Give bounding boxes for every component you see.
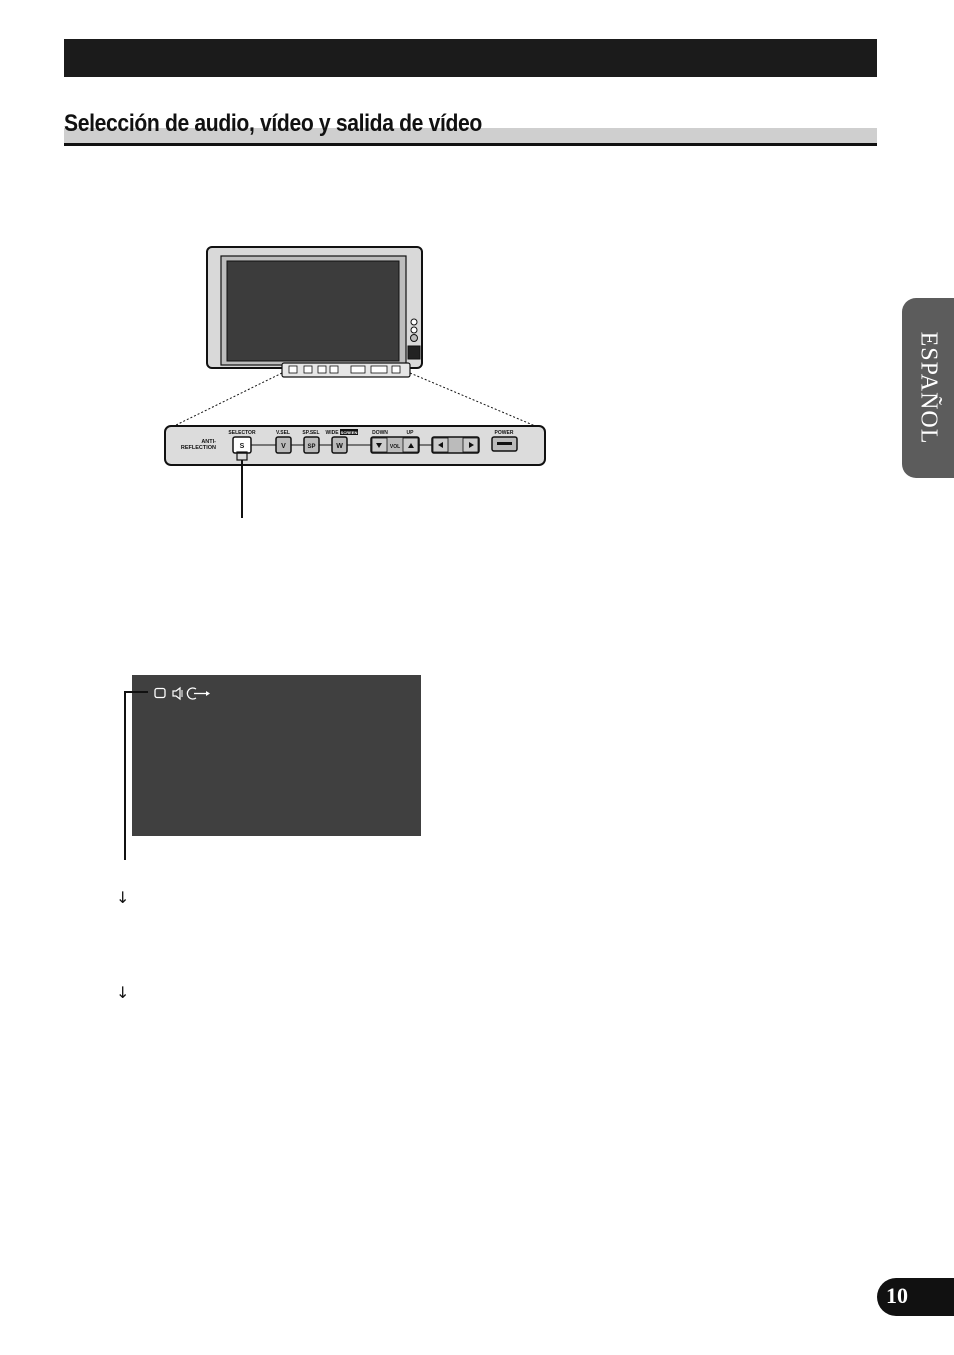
- left-arrow-icon: [438, 442, 443, 448]
- spsel-button-key: SP: [307, 444, 315, 450]
- monitor-button-strip: [281, 362, 411, 378]
- vsel-button-key: V: [281, 443, 286, 450]
- vsel-label: V.SEL: [276, 430, 290, 436]
- sensor-led-3: [410, 334, 418, 342]
- wide-label: WIDE: [325, 430, 339, 436]
- page-number: 10: [886, 1283, 908, 1308]
- selector-button-key: S: [240, 443, 245, 450]
- header-bar: [64, 39, 877, 77]
- right-arrow-icon: [469, 442, 474, 448]
- language-tab: ESPAÑOL: [902, 298, 954, 478]
- monitor-illustration: ANTI-REFLECTION SELECTOR S V.SEL V SP.SE…: [164, 246, 546, 518]
- wide-screen-tag: [340, 429, 358, 435]
- osd-status-icons: [154, 686, 210, 701]
- power-bar-icon: [497, 442, 512, 445]
- zoom-line-right: [409, 372, 541, 429]
- selector-label: SELECTOR: [228, 430, 256, 436]
- section-heading-band: [64, 128, 877, 143]
- flow-arrow-1: ↓: [116, 888, 130, 907]
- down-label: DOWN: [372, 430, 388, 436]
- section-title: Selección de audio, vídeo y salida de ví…: [64, 110, 482, 137]
- page-number-tab: 10: [877, 1278, 954, 1316]
- osd-callout-line: [124, 691, 148, 860]
- down-arrow-icon: [376, 443, 382, 448]
- wide-button-key: W: [336, 443, 343, 450]
- speaker-icon: [172, 686, 183, 701]
- up-label: UP: [407, 430, 415, 436]
- spsel-label: SP.SEL: [302, 430, 319, 436]
- sensor-led-2: [410, 326, 418, 334]
- wide-screen-tag-text: SCREEN: [341, 430, 358, 435]
- power-label: POWER: [495, 430, 514, 436]
- flow-arrow-2: ↓: [116, 983, 130, 1002]
- output-icon: [186, 687, 210, 700]
- sensor-led-1: [410, 318, 418, 326]
- up-arrow-icon: [408, 443, 414, 448]
- anti-reflection-label: ANTI-REFLECTION: [181, 439, 216, 451]
- section-heading-rule: [64, 143, 877, 146]
- monitor-icon: [154, 687, 166, 699]
- monitor-side-jack: [407, 345, 421, 360]
- osd-screen-illustration: [132, 675, 421, 836]
- zoom-line-left: [169, 372, 283, 429]
- vol-label: VOL: [390, 444, 400, 450]
- monitor-screen: [226, 260, 400, 362]
